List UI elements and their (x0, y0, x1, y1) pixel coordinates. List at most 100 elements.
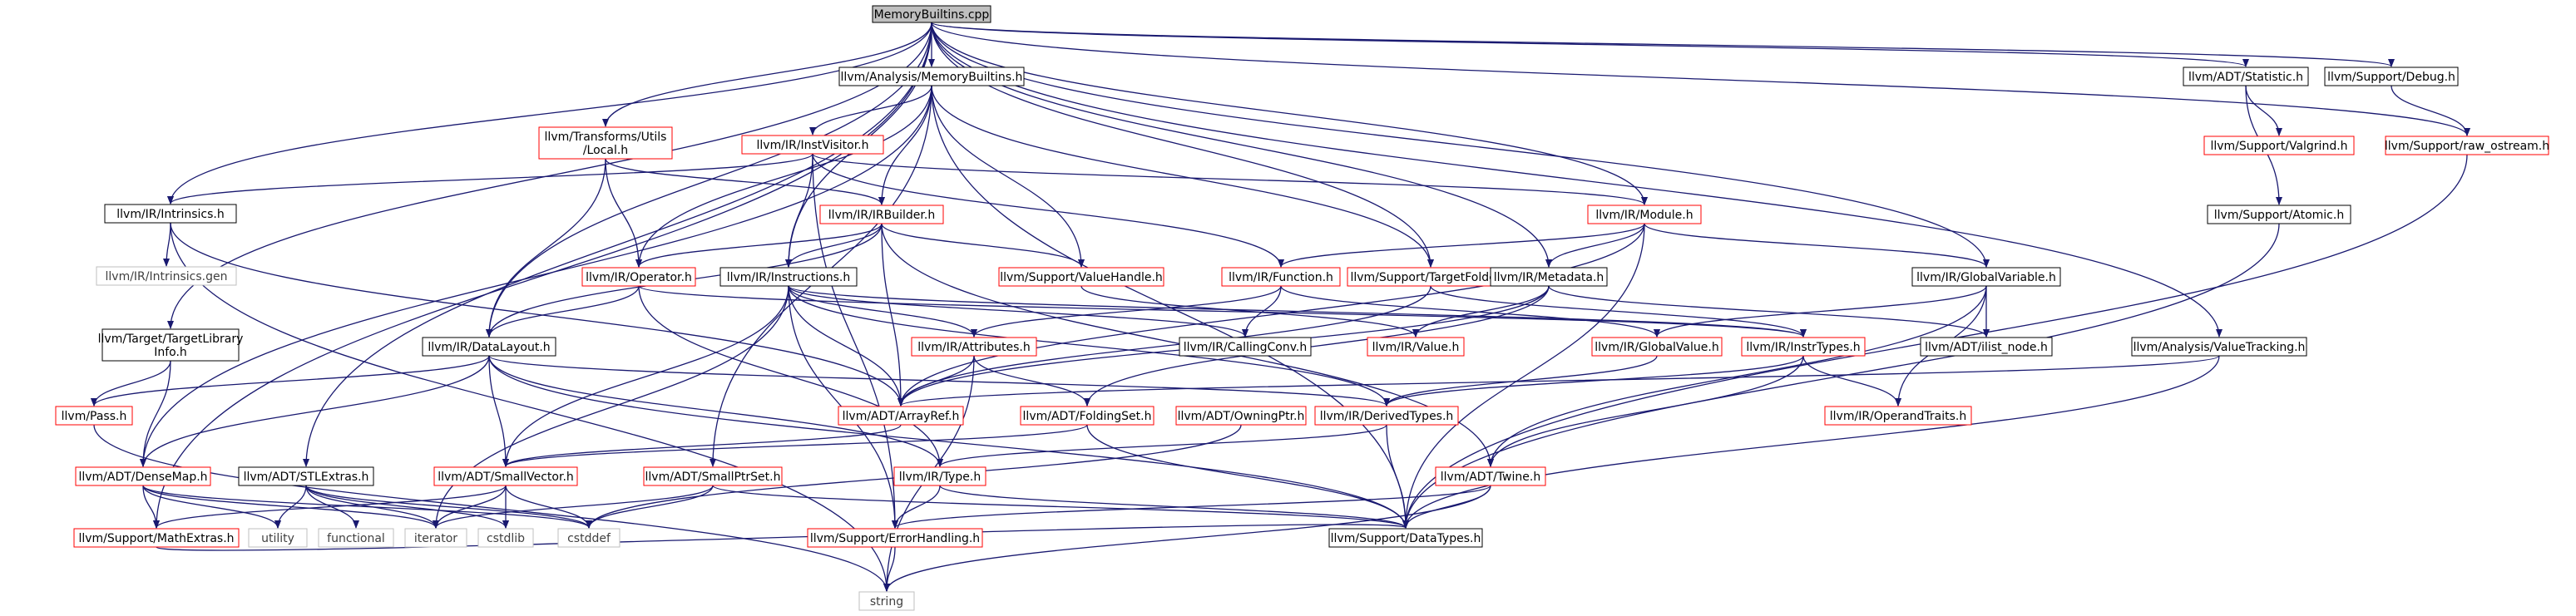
edge-ir-type-to-support-datatypes (939, 485, 1409, 529)
edge-root-to-analysis-valuetracking (931, 22, 2222, 338)
node-box (557, 528, 621, 548)
node-box (858, 591, 915, 611)
node-label: llvm/Support/DataTypes.h (1331, 532, 1481, 545)
node-ir-operator[interactable]: llvm/IR/Operator.h (581, 267, 696, 287)
edge-root-to-support-targetfolder (931, 22, 1434, 268)
node-ir-instrtypes[interactable]: llvm/IR/InstrTypes.h (1741, 337, 1866, 357)
node-box (998, 267, 1164, 287)
node-adt-smallvector[interactable]: llvm/ADT/SmallVector.h (433, 466, 578, 486)
edge-adt-foldingset-to-adt-smallvector (502, 424, 1088, 467)
node-box (1179, 337, 1312, 357)
node-ir-globalvariable[interactable]: llvm/IR/GlobalVariable.h (1911, 267, 2061, 287)
node-analysis-mb[interactable]: llvm/Analysis/MemoryBuiltins.h (838, 67, 1025, 86)
node-support-valgrind[interactable]: llvm/Support/Valgrind.h (2203, 136, 2355, 155)
edge-adt-densemap-to-utility (142, 485, 281, 529)
node-box (643, 466, 783, 486)
node-utility: utility (248, 528, 308, 548)
node-adt-twine[interactable]: llvm/ADT/Twine.h (1435, 466, 1546, 486)
edge-root-to-adt-stlextras (303, 22, 932, 467)
node-adt-owningptr[interactable]: llvm/ADT/OwningPtr.h (1175, 406, 1307, 426)
node-box (1328, 528, 1483, 548)
node-ir-callingconv[interactable]: llvm/IR/CallingConv.h (1179, 337, 1312, 357)
edge-adt-stlextras-to-iterator (305, 485, 439, 529)
edge-adt-stlextras-to-utility (274, 485, 307, 529)
node-adt-densemap[interactable]: llvm/ADT/DenseMap.h (75, 466, 211, 486)
node-pass[interactable]: llvm/Pass.h (55, 406, 133, 426)
node-support-datatypes[interactable]: llvm/Support/DataTypes.h (1328, 528, 1483, 548)
node-root[interactable]: MemoryBuiltins.cpp (872, 5, 991, 23)
edge-instvisitor-to-support-errorhandling (812, 153, 898, 529)
node-label: /Local.h (583, 144, 628, 157)
edge-analysis-mb-to-ir-operator (635, 85, 932, 268)
node-ir-attributes[interactable]: llvm/IR/Attributes.h (911, 337, 1037, 357)
node-ir-globalvalue[interactable]: llvm/IR/GlobalValue.h (1591, 337, 1723, 357)
node-label: llvm/IR/Module.h (1595, 209, 1693, 222)
edge-ir-derivedtypes-to-ir-type (937, 424, 1387, 467)
node-label: llvm/ADT/STLExtras.h (244, 471, 369, 484)
node-raw-ostream[interactable]: llvm/Support/raw_ostream.h (2385, 136, 2549, 155)
node-support-valuehandle[interactable]: llvm/Support/ValueHandle.h (998, 267, 1164, 287)
node-support-mathextras[interactable]: llvm/Support/MathExtras.h (73, 528, 240, 548)
edge-ir-irbuilder-to-support-valuehandle (881, 223, 1085, 268)
node-adt-foldingset[interactable]: llvm/ADT/FoldingSet.h (1020, 406, 1155, 426)
node-adt-smallptrset[interactable]: llvm/ADT/SmallPtrSet.h (643, 466, 783, 486)
edge-transforms-local-to-ir-irbuilder (605, 158, 885, 205)
node-support-targetfolder[interactable]: llvm/Support/TargetFolder.h (1347, 267, 1515, 287)
node-ir-function[interactable]: llvm/IR/Function.h (1221, 267, 1341, 287)
edge-analysis-valuetracking-to-support-datatypes (1402, 355, 2220, 529)
node-label: llvm/Support/TargetFolder.h (1350, 271, 1510, 284)
edge-ir-derivedtypes-to-support-datatypes (1386, 424, 1409, 529)
node-support-atomic[interactable]: llvm/Support/Atomic.h (2207, 205, 2351, 224)
edge-ir-irbuilder-to-ir-instructions (785, 223, 883, 268)
node-ir-intrinsics[interactable]: llvm/IR/Intrinsics.h (104, 204, 237, 224)
node-transforms-local[interactable]: llvm/Transforms/Utils/Local.h (538, 126, 673, 160)
node-cstddef: cstddef (557, 528, 621, 548)
edge-analysis-mb-to-instvisitor (809, 85, 932, 136)
node-label: functional (327, 532, 385, 545)
node-box (477, 528, 534, 548)
edge-analysis-valuetracking-to-adt-arrayref (897, 355, 2220, 407)
edge-pass-to-string (93, 424, 890, 592)
edge-ir-globalvalue-to-ir-derivedtypes (1383, 355, 1658, 407)
node-box (422, 337, 556, 357)
edge-root-to-transforms-local (602, 22, 932, 127)
edge-ir-operator-to-ir-datalayout (486, 285, 640, 338)
node-adt-statistic[interactable]: llvm/ADT/Statistic.h (2183, 67, 2309, 86)
node-ir-instructions[interactable]: llvm/IR/Instructions.h (719, 267, 858, 287)
node-ir-metadata[interactable]: llvm/IR/Metadata.h (1490, 267, 1608, 287)
node-cstdlib: cstdlib (477, 528, 534, 548)
node-label: llvm/Support/Atomic.h (2214, 209, 2344, 222)
edge-ir-operator-to-ir-instrtypes (638, 285, 1807, 338)
edge-analysis-mb-to-support-targetfolder (931, 85, 1434, 268)
node-label: llvm/IR/Operator.h (586, 271, 692, 284)
edge-adt-smallvector-to-support-mathextras (153, 485, 507, 529)
node-adt-arrayref[interactable]: llvm/ADT/ArrayRef.h (838, 406, 964, 426)
node-ir-operandtraits[interactable]: llvm/IR/OperandTraits.h (1824, 406, 1972, 426)
node-ir-type[interactable]: llvm/IR/Type.h (893, 466, 986, 486)
node-analysis-valuetracking[interactable]: llvm/Analysis/ValueTracking.h (2131, 337, 2307, 357)
node-label: llvm/Support/MathExtras.h (78, 532, 234, 545)
edge-ir-datalayout-to-adt-densemap (140, 355, 490, 467)
node-ir-derivedtypes[interactable]: llvm/IR/DerivedTypes.h (1314, 406, 1459, 426)
edge-ir-instructions-to-adt-smallvector (502, 285, 789, 467)
edge-instvisitor-to-ir-instructions (785, 153, 813, 268)
edge-support-valuehandle-to-ir-value (1080, 285, 1419, 338)
edge-ir-module-to-ir-globalvariable (1644, 223, 1990, 268)
node-box (1435, 466, 1546, 486)
node-ir-value[interactable]: llvm/IR/Value.h (1367, 337, 1465, 357)
node-ir-irbuilder[interactable]: llvm/IR/IRBuilder.h (819, 205, 944, 224)
node-adt-ilist-node[interactable]: llvm/ADT/ilist_node.h (1920, 337, 2053, 357)
node-support-debug[interactable]: llvm/Support/Debug.h (2324, 67, 2459, 86)
edge-ir-attributes-to-adt-foldingset (973, 355, 1090, 407)
node-box (1490, 267, 1608, 287)
node-ir-datalayout[interactable]: llvm/IR/DataLayout.h (422, 337, 556, 357)
node-instvisitor[interactable]: llvm/IR/InstVisitor.h (741, 135, 884, 155)
node-ir-module[interactable]: llvm/IR/Module.h (1587, 205, 1702, 224)
node-support-errorhandling[interactable]: llvm/Support/ErrorHandling.h (807, 528, 983, 548)
node-adt-stlextras[interactable]: llvm/ADT/STLExtras.h (238, 466, 374, 486)
node-label: llvm/Support/raw_ostream.h (2385, 140, 2549, 153)
node-box (248, 528, 308, 548)
node-label: llvm/Support/Debug.h (2327, 71, 2455, 84)
